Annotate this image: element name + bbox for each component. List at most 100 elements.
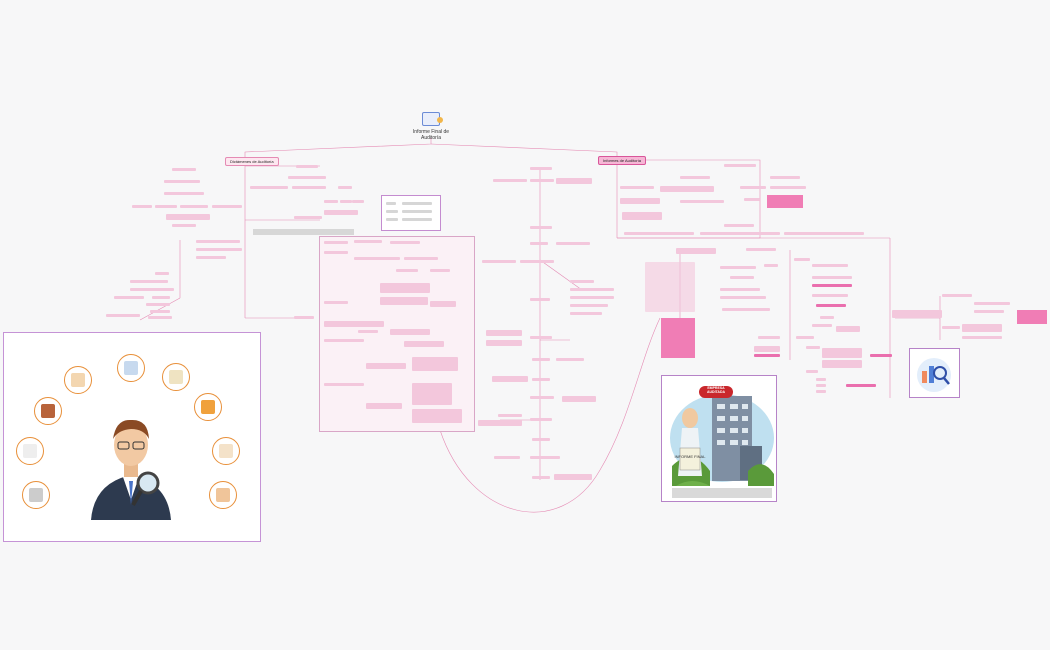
map-node[interactable] <box>166 214 210 220</box>
map-node[interactable] <box>660 186 714 192</box>
map-node[interactable] <box>645 262 695 312</box>
map-node[interactable] <box>324 383 364 386</box>
map-node[interactable] <box>744 198 760 201</box>
highlight-node[interactable] <box>846 384 876 387</box>
map-node[interactable] <box>294 216 322 219</box>
highlight-node[interactable] <box>816 304 846 307</box>
map-node[interactable] <box>155 205 177 208</box>
branch-dictamenes[interactable]: Dictámenes de Auditoría <box>225 157 279 166</box>
map-node[interactable] <box>556 242 590 245</box>
map-node[interactable] <box>106 314 140 317</box>
map-node[interactable] <box>486 340 522 346</box>
map-node[interactable] <box>482 260 516 263</box>
map-node[interactable] <box>492 376 528 382</box>
map-node[interactable] <box>296 165 318 168</box>
map-node[interactable] <box>148 316 172 319</box>
map-node[interactable] <box>152 296 170 299</box>
map-node[interactable] <box>822 348 862 358</box>
highlight-node[interactable] <box>812 284 852 287</box>
map-node[interactable] <box>366 363 406 369</box>
map-node[interactable] <box>794 258 810 261</box>
content-panel[interactable] <box>319 236 475 432</box>
map-node[interactable] <box>570 296 614 299</box>
map-node[interactable] <box>806 346 820 349</box>
map-node[interactable] <box>554 474 592 480</box>
map-node[interactable] <box>498 414 522 417</box>
map-node[interactable] <box>816 384 826 387</box>
map-node[interactable] <box>532 378 550 381</box>
map-node[interactable] <box>155 272 169 275</box>
map-node[interactable] <box>212 205 242 208</box>
map-node[interactable] <box>338 186 352 189</box>
map-node[interactable] <box>352 200 364 203</box>
map-node[interactable] <box>680 200 724 203</box>
map-node[interactable] <box>530 336 552 339</box>
map-node[interactable] <box>620 198 660 204</box>
map-node[interactable] <box>758 336 780 339</box>
map-node[interactable] <box>294 316 314 319</box>
map-node[interactable] <box>412 357 458 371</box>
map-node[interactable] <box>942 294 972 297</box>
map-node[interactable] <box>740 186 766 189</box>
map-node[interactable] <box>288 176 326 179</box>
map-node[interactable] <box>724 224 754 227</box>
summary-bar[interactable] <box>253 229 354 235</box>
map-node[interactable] <box>974 310 1004 313</box>
map-node[interactable] <box>812 324 832 327</box>
map-node[interactable] <box>822 360 862 368</box>
map-node[interactable] <box>700 232 780 235</box>
map-node[interactable] <box>324 200 338 203</box>
map-node[interactable] <box>784 232 864 235</box>
map-node[interactable] <box>358 330 378 333</box>
map-node[interactable] <box>770 186 806 189</box>
highlight-node[interactable] <box>754 354 780 357</box>
map-node[interactable] <box>764 264 778 267</box>
map-node[interactable] <box>530 456 560 459</box>
map-node[interactable] <box>724 164 756 167</box>
map-node[interactable] <box>150 310 170 313</box>
map-node[interactable] <box>530 226 552 229</box>
map-node[interactable] <box>412 409 462 423</box>
map-node[interactable] <box>892 310 942 318</box>
note-card[interactable] <box>661 318 695 358</box>
note-card[interactable] <box>767 195 803 208</box>
map-node[interactable] <box>720 266 756 269</box>
map-node[interactable] <box>680 176 710 179</box>
map-node[interactable] <box>164 192 204 195</box>
highlight-node[interactable] <box>870 354 892 357</box>
map-node[interactable] <box>530 396 554 399</box>
map-node[interactable] <box>624 232 694 235</box>
map-node[interactable] <box>404 341 444 347</box>
branch-informes[interactable]: Informes de Auditoría <box>598 156 647 165</box>
map-node[interactable] <box>172 168 196 171</box>
map-node[interactable] <box>570 304 608 307</box>
map-node[interactable] <box>354 257 400 260</box>
map-node[interactable] <box>974 302 1010 305</box>
map-node[interactable] <box>812 294 848 297</box>
map-node[interactable] <box>430 301 456 307</box>
map-node[interactable] <box>942 326 960 329</box>
map-node[interactable] <box>390 241 420 244</box>
map-node[interactable] <box>114 296 144 299</box>
map-node[interactable] <box>354 240 382 243</box>
map-node[interactable] <box>494 456 520 459</box>
map-node[interactable] <box>146 303 170 306</box>
map-node[interactable] <box>132 205 152 208</box>
map-node[interactable] <box>530 418 552 421</box>
map-node[interactable] <box>722 308 770 311</box>
map-node[interactable] <box>816 378 826 381</box>
map-node[interactable] <box>324 339 364 342</box>
map-node[interactable] <box>478 420 522 426</box>
root-node[interactable]: Informe Final de Auditoría <box>406 112 456 141</box>
map-node[interactable] <box>380 297 428 305</box>
map-node[interactable] <box>196 256 226 259</box>
map-node[interactable] <box>562 396 596 402</box>
map-node[interactable] <box>532 438 550 441</box>
map-node[interactable] <box>532 358 550 361</box>
map-node[interactable] <box>720 296 766 299</box>
map-node[interactable] <box>130 288 174 291</box>
map-node[interactable] <box>396 269 418 272</box>
map-node[interactable] <box>962 336 1002 339</box>
map-node[interactable] <box>404 257 438 260</box>
